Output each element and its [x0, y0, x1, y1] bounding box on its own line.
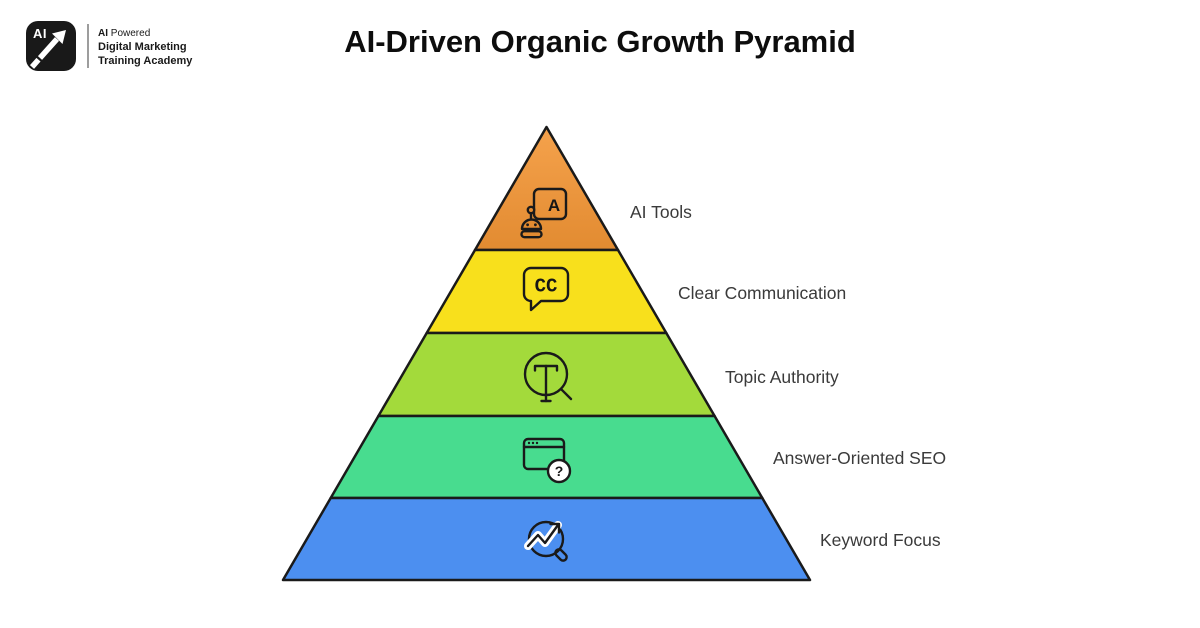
pyramid-level-2-label: Clear Communication [678, 283, 846, 303]
logo-ai-text: AI [33, 26, 47, 41]
trending-arrow-icon [29, 30, 66, 69]
logo-divider [87, 24, 89, 68]
pyramid-level-3-label: Topic Authority [725, 367, 839, 387]
brand-line-1-bold: AI [98, 28, 108, 39]
brand-line-1-regular: Powered [110, 28, 151, 39]
brand-line-3: Training Academy [98, 55, 193, 67]
ai-icon-letter: A [548, 196, 560, 215]
page-title: AI-Driven Organic Growth Pyramid [344, 24, 856, 59]
cc-icon-text: CC [535, 276, 558, 298]
brand-line-2: Digital Marketing [98, 41, 187, 53]
brand-text: AI Powered Digital Marketing Training Ac… [98, 29, 192, 67]
brand-logo-mark: AI [26, 21, 76, 71]
closed-captions-icon: CC [522, 266, 570, 312]
topic-authority-magnifier-icon [523, 351, 573, 403]
brand-line-1: AI Powered [98, 29, 192, 39]
browser-question-icon: ? [522, 437, 572, 484]
pyramid-level-1-label: AI Tools [630, 202, 692, 222]
question-icon-mark: ? [555, 463, 564, 479]
pyramid-level-4-shape [329, 414, 764, 500]
pyramid-level-5-label: Keyword Focus [820, 530, 941, 550]
ai-robot-presentation-icon: A [520, 187, 568, 239]
keyword-trend-magnifier-icon [524, 520, 568, 562]
pyramid-level-4-label: Answer-Oriented SEO [773, 448, 946, 468]
